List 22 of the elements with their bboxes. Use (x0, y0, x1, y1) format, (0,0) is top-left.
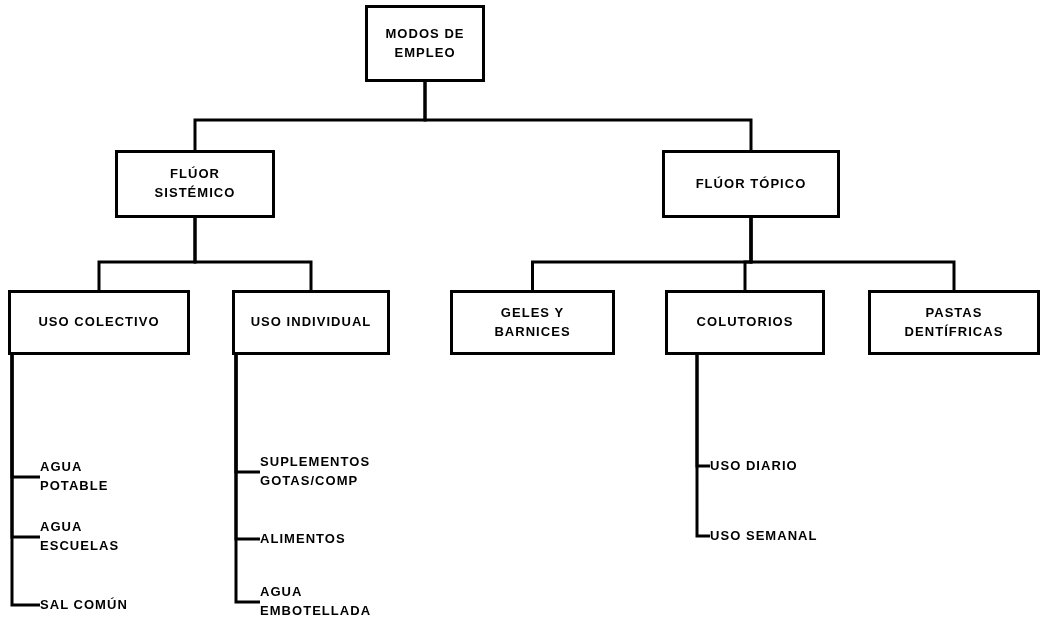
category-box: COLUTORIOS (665, 290, 825, 355)
connector-line (749, 218, 956, 290)
category-box: USO INDIVIDUAL (232, 290, 390, 355)
list-item-text: USO DIARIO (710, 455, 822, 477)
category-box: FLÚOR SISTÉMICO (115, 150, 275, 218)
category-box: USO COLECTIVO (8, 290, 190, 355)
connector-line (193, 218, 313, 290)
list-item-text: SUPLEMENTOS GOTAS/COMP (260, 450, 400, 494)
category-box: MODOS DE EMPLEO (365, 5, 485, 82)
list-item-text: SAL COMÚN (40, 594, 152, 616)
list-item-text: USO SEMANAL (710, 525, 830, 547)
list-item-text: ALIMENTOS (260, 528, 372, 550)
connector-line (10, 355, 40, 607)
list-item-text: AGUA EMBOTELLADA (260, 580, 384, 624)
connector-line (695, 355, 710, 538)
category-box: FLÚOR TÓPICO (662, 150, 840, 218)
category-box: PASTAS DENTÍFRICAS (868, 290, 1040, 355)
list-item-text: AGUA POTABLE (40, 455, 152, 499)
connector-line (423, 82, 753, 150)
list-item-text: AGUA ESCUELAS (40, 515, 152, 559)
category-box: GELES Y BARNICES (450, 290, 615, 355)
connector-line (234, 355, 260, 604)
